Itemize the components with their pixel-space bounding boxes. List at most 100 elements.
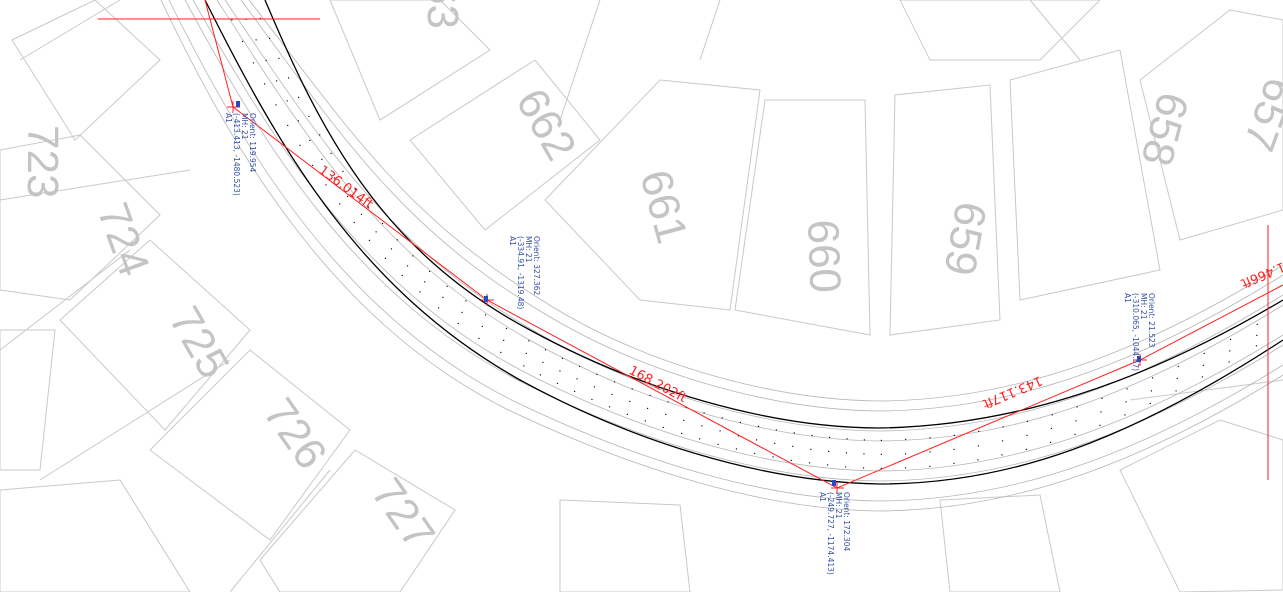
svg-text:(-413.413, -1480.523): (-413.413, -1480.523) <box>232 113 241 196</box>
survey-point-mark: • <box>1002 426 1005 431</box>
survey-point-mark: • <box>808 462 811 467</box>
survey-point-mark: • <box>231 19 234 24</box>
survey-point-mark: • <box>844 465 847 470</box>
survey-point-mark: • <box>412 255 415 260</box>
survey-point-mark: • <box>245 18 248 23</box>
survey-point-mark: • <box>396 239 399 244</box>
survey-point-mark: • <box>1228 361 1231 366</box>
survey-point-mark: • <box>297 96 300 101</box>
survey-point-mark: • <box>977 430 980 435</box>
road-offset-line <box>192 0 1283 472</box>
lot-label: 726 <box>254 390 336 478</box>
survey-point-mark: • <box>1001 440 1004 445</box>
survey-point-mark: • <box>318 134 321 139</box>
road-centerlines <box>160 0 1283 512</box>
svg-text:MH: 21: MH: 21 <box>834 492 843 519</box>
survey-point-mark: • <box>1176 377 1179 382</box>
survey-point-mark: • <box>721 417 724 422</box>
survey-point-mark: • <box>792 445 795 450</box>
survey-point-mark: • <box>755 438 758 443</box>
survey-point-mark: • <box>629 400 632 405</box>
survey-point-mark: • <box>977 444 980 449</box>
survey-point-mark: • <box>591 398 594 403</box>
road-edge-outer <box>204 0 1283 485</box>
survey-point-mark: • <box>525 352 528 357</box>
parcel-boundary <box>544 79 761 311</box>
survey-point-mark: • <box>437 307 440 312</box>
survey-point-mark: • <box>863 439 866 444</box>
survey-point-mark: • <box>1203 352 1206 357</box>
survey-point-mark: • <box>863 453 866 458</box>
parcel-boundary <box>899 0 1101 61</box>
survey-point-mark: • <box>1201 376 1204 381</box>
survey-point-mark: • <box>904 452 907 457</box>
road-offset-line <box>160 0 1283 512</box>
survey-point-mark: • <box>401 274 404 279</box>
lot-label: 724 <box>88 197 159 283</box>
survey-point-mark: • <box>321 158 324 163</box>
parcel-boundary <box>1009 49 1161 301</box>
svg-text:Orient: 327.362: Orient: 327.362 <box>532 236 541 296</box>
survey-point-mark: • <box>255 39 258 44</box>
survey-point-mark: • <box>576 378 579 383</box>
survey-point-mark: • <box>593 385 596 390</box>
svg-text:Orient: 119.954: Orient: 119.954 <box>248 113 257 173</box>
road-offset-line <box>224 0 1283 432</box>
survey-point-mark: • <box>1051 413 1054 418</box>
survey-point-mark: • <box>904 438 907 443</box>
svg-text:MH: 21: MH: 21 <box>240 113 249 140</box>
survey-point-mark: • <box>827 450 830 455</box>
survey-point-mark: • <box>1075 419 1078 424</box>
distance-label: 168.202ft <box>626 363 689 406</box>
survey-point-mark: • <box>828 436 831 441</box>
survey-point-mark: • <box>333 177 336 182</box>
survey-point-mark: • <box>235 0 238 2</box>
survey-point-mark: • <box>573 390 576 395</box>
survey-point-mark: • <box>719 430 722 435</box>
survey-point-mark: • <box>265 59 268 64</box>
survey-point-mark: • <box>880 439 883 444</box>
survey-point-mark: • <box>1175 389 1178 394</box>
survey-point-mark: • <box>346 195 349 200</box>
survey-point-mark: • <box>793 432 796 437</box>
survey-point-mark: • <box>505 327 508 332</box>
lot-label: 660 <box>798 219 850 294</box>
manhole-marker[interactable] <box>484 296 488 302</box>
svg-text:A1: A1 <box>508 236 517 246</box>
survey-point-mark: • <box>880 453 883 458</box>
lot-line <box>699 0 721 61</box>
survey-point-mark: • <box>739 421 742 426</box>
survey-point-mark: • <box>845 452 848 457</box>
survey-point-mark: • <box>1177 365 1180 370</box>
lot-line <box>39 359 231 481</box>
survey-point-mark: • <box>263 83 266 88</box>
manhole-marker[interactable] <box>236 101 240 107</box>
survey-point-mark: • <box>360 213 363 218</box>
survey-point-mark: • <box>275 80 278 85</box>
lot-label: 63 <box>418 0 467 29</box>
survey-point-mark: • <box>259 17 262 22</box>
parcel-boundary <box>0 329 56 471</box>
survey-point-mark: • <box>626 413 629 418</box>
survey-point-mark: • <box>611 393 614 398</box>
survey-point-mark: • <box>286 100 289 105</box>
manhole-marker[interactable] <box>1137 356 1141 362</box>
parcel-boundary <box>11 0 161 141</box>
manhole-annotation: A1 (-413.413, -1480.523) MH: 21 Orient: … <box>224 113 257 196</box>
survey-point-mark: • <box>428 270 431 275</box>
survey-point-mark: • <box>810 448 813 453</box>
survey-point-mark: • <box>811 434 814 439</box>
road-offset-line <box>168 0 1283 502</box>
survey-point-mark: • <box>977 458 980 463</box>
survey-point-mark: • <box>772 456 775 461</box>
survey-point-mark: • <box>308 115 311 120</box>
svg-text:Orient: 172.304: Orient: 172.304 <box>842 492 851 552</box>
survey-point-mark: • <box>662 426 665 431</box>
manhole-marker[interactable] <box>832 480 836 486</box>
survey-point-mark: • <box>419 291 422 296</box>
parcel-boundary <box>259 449 456 592</box>
survey-point-mark: • <box>502 339 505 344</box>
survey-point-mark: • <box>1101 397 1104 402</box>
